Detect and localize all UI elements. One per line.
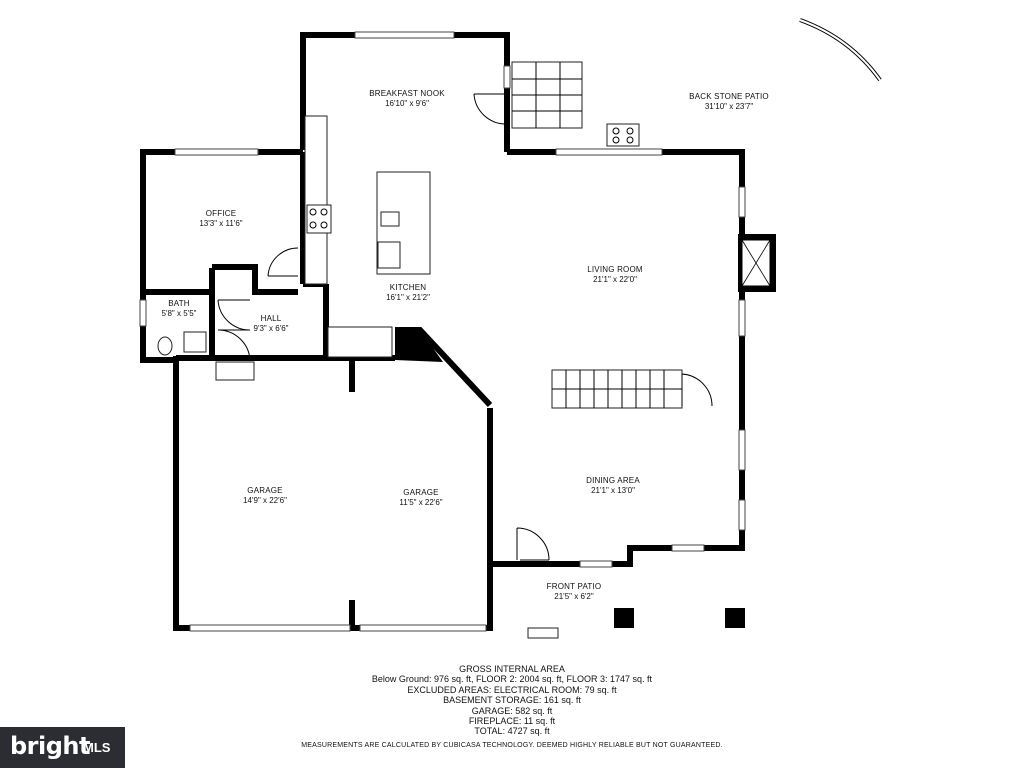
area-total: TOTAL: 4727 sq. ft [474,726,550,737]
room-labels: BREAKFAST NOOK 16'10" x 9'6" BACK STONE … [162,89,769,601]
bath-name: BATH [168,299,190,308]
patio-post [725,608,745,628]
breakfast-nook-name: BREAKFAST NOOK [369,89,445,98]
windows [139,31,746,632]
stove [306,204,332,234]
dining-area-dims: 21'1" x 13'0" [591,486,635,495]
kitchen-name: KITCHEN [390,283,427,292]
area-summary: GROSS INTERNAL AREA Below Ground: 976 sq… [262,664,762,737]
utility-chase [395,330,443,362]
front-patio-name: FRONT PATIO [547,582,602,591]
breakfast-nook-dims: 16'10" x 9'6" [385,99,429,108]
area-basement-storage: BASEMENT STORAGE: 161 sq. ft [443,695,581,706]
island-sink [380,211,400,227]
office-name: OFFICE [206,209,237,218]
back-patio-dims: 31'10" x 23'7" [705,102,753,111]
kitchen-lower-counter [327,326,393,358]
bath-dims: 5'8" x 5'5" [162,309,197,318]
living-room-dims: 21'1" x 22'0" [593,275,637,284]
area-title: GROSS INTERNAL AREA [459,664,565,674]
back-patio-name: BACK STONE PATIO [689,92,769,101]
garage-left-dims: 14'9" x 22'6" [243,496,287,505]
bright-mls-logo: bright MLS [0,727,125,768]
kitchen-dims: 16'1" x 21'2" [386,293,430,302]
back-stairs [511,61,583,129]
island-cooktop [377,241,401,269]
hall-step [215,361,255,381]
living-room-name: LIVING ROOM [587,265,643,274]
hall-dims: 9'3" x 6'6" [254,324,289,333]
hall-name: HALL [261,314,282,323]
garage-right-dims: 11'5" x 22'6" [399,498,442,507]
disclaimer: MEASUREMENTS ARE CALCULATED BY CUBICASA … [301,742,723,749]
logo-sub: MLS [83,740,111,755]
front-step [527,627,559,639]
area-fireplace: FIREPLACE: 11 sq. ft [468,716,556,727]
dining-area-name: DINING AREA [586,476,640,485]
kitchen-counter [304,115,328,285]
front-patio-dims: 21'5" x 6'2" [554,592,594,601]
grill [606,123,640,147]
area-floors: Below Ground: 976 sq. ft, FLOOR 2: 2004 … [371,674,653,685]
patio-edge [799,18,882,82]
area-excluded: EXCLUDED AREAS: ELECTRICAL ROOM: 79 sq. … [407,684,617,695]
toilet [157,336,173,356]
bath-sink [183,331,207,353]
logo-text: bright [10,732,90,760]
patio-post [614,608,634,628]
office-dims: 13'3" x 11'6" [199,219,242,228]
garage-right-name: GARAGE [403,488,438,497]
area-garage: GARAGE: 582 sq. ft [471,705,553,716]
garage-left-name: GARAGE [247,486,282,495]
walls [140,32,745,631]
doors [217,93,713,561]
interior-stairs [551,369,683,409]
